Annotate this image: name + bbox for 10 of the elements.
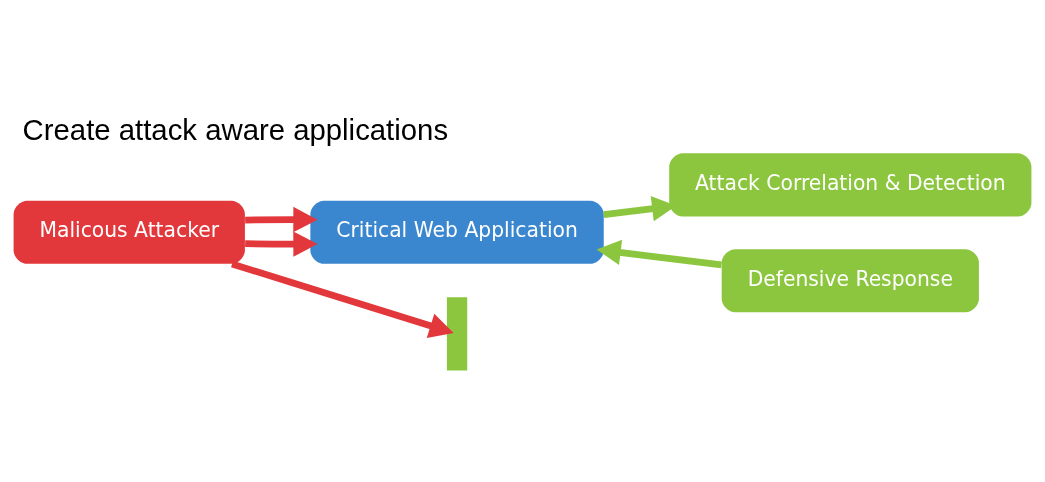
- diagram-title: Create attack aware applications: [22, 112, 449, 146]
- node-box: Attack Correlation & Detection: [669, 153, 1032, 217]
- arrow: [596, 239, 722, 269]
- node-bar: [446, 297, 468, 371]
- node-box: Critical Web Application: [310, 200, 604, 264]
- arrow: [245, 231, 318, 257]
- arrow: [231, 260, 454, 339]
- node-box: Defensive Response: [721, 249, 979, 313]
- arrow: [245, 206, 318, 233]
- node-box: Malicous Attacker: [13, 200, 245, 264]
